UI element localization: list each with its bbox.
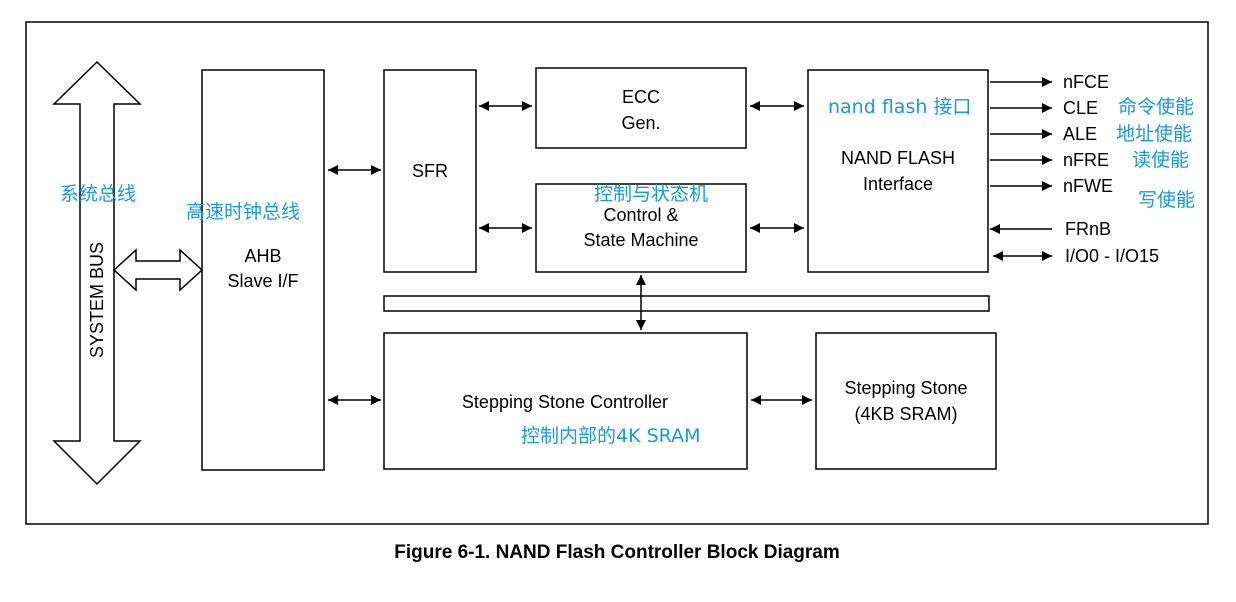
ahb-label-line2: Slave I/F	[227, 271, 298, 291]
signal-nfce: nFCE	[1063, 72, 1109, 92]
control-label-line2: State Machine	[583, 230, 698, 250]
nfwe-annotation: 写使能	[1138, 189, 1195, 211]
signal-io: I/O0 - I/O15	[1065, 246, 1159, 266]
ssc-label: Stepping Stone Controller	[462, 392, 668, 412]
ecc-gen-block	[535, 67, 747, 149]
diagram-frame	[25, 21, 1209, 525]
ecc-label-line1: ECC	[622, 87, 660, 107]
nand-label-line2: Interface	[863, 174, 933, 194]
nand-annotation: nand flash 接口	[828, 96, 971, 118]
figure-caption: Figure 6-1. NAND Flash Controller Block …	[394, 542, 840, 563]
ahb-label-line1: AHB	[244, 246, 281, 266]
ale-annotation: 地址使能	[1116, 123, 1192, 145]
ss-label-line1: Stepping Stone	[844, 378, 967, 398]
sfr-block	[383, 69, 477, 273]
ss-label-line2: (4KB SRAM)	[854, 404, 957, 424]
nfre-annotation: 读使能	[1132, 149, 1189, 171]
ssc-annotation: 控制内部的4K SRAM	[521, 425, 700, 447]
signal-cle: CLE	[1063, 98, 1098, 118]
stepping-stone-controller-block	[383, 332, 748, 470]
signal-nfwe: nFWE	[1063, 176, 1113, 196]
sfr-label: SFR	[412, 161, 448, 181]
control-label-line1: Control &	[603, 205, 678, 225]
ahb-slave-block	[201, 69, 325, 471]
signal-frnb: FRnB	[1065, 219, 1111, 239]
signal-ale: ALE	[1063, 124, 1097, 144]
cle-annotation: 命令使能	[1118, 96, 1194, 118]
bus-ahb-hollow-arrow	[112, 248, 204, 292]
system-bus-annotation: 系统总线	[60, 183, 136, 205]
ahb-annotation: 高速时钟总线	[186, 201, 300, 223]
control-state-machine-block	[535, 183, 747, 273]
system-bus-label: SYSTEM BUS	[87, 242, 107, 358]
system-bus-arrow	[52, 60, 142, 486]
nand-flash-interface-block	[807, 69, 989, 273]
control-annotation: 控制与状态机	[594, 183, 708, 205]
stepping-stone-block	[815, 332, 997, 470]
nand-label-line1: NAND FLASH	[841, 148, 955, 168]
internal-bus-bar	[383, 295, 990, 312]
signal-nfre: nFRE	[1063, 150, 1109, 170]
ecc-label-line2: Gen.	[621, 113, 660, 133]
